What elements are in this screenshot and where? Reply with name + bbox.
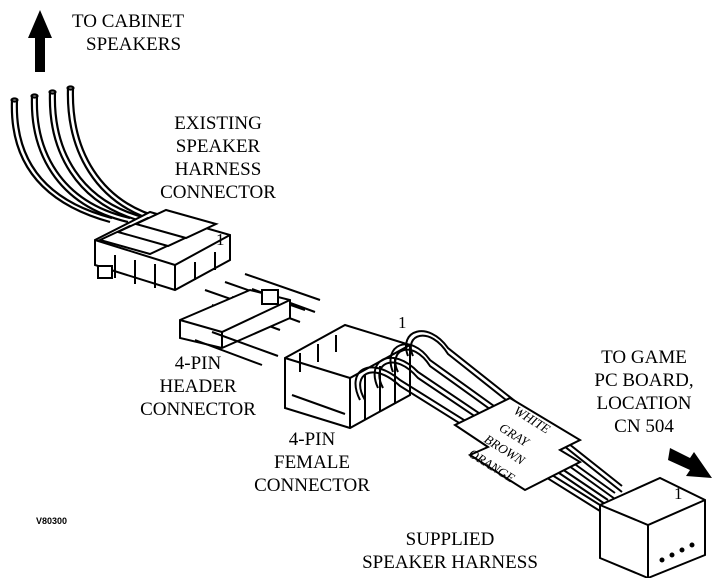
label-line: FEMALE bbox=[274, 452, 350, 473]
label-line: HEADER bbox=[159, 376, 237, 397]
label-line: SPEAKERS bbox=[86, 34, 182, 55]
label-female-connector: 4-PIN FEMALE CONNECTOR bbox=[242, 428, 382, 497]
header-connector bbox=[179, 273, 321, 366]
label-line: PC BOARD, bbox=[594, 370, 694, 391]
label-to-game: TO GAME PC BOARD, LOCATION CN 504 bbox=[582, 346, 706, 438]
label-to-cabinet: TO CABINET SPEAKERS bbox=[72, 10, 184, 56]
pin1-marker-supplied: 1 bbox=[674, 484, 683, 503]
label-line: LOCATION bbox=[596, 393, 692, 414]
existing-harness-connector bbox=[94, 208, 231, 292]
label-line: SPEAKER bbox=[175, 136, 261, 157]
label-line: 4-PIN bbox=[174, 353, 222, 374]
label-line: CONNECTOR bbox=[140, 399, 256, 420]
figure-code: V80300 bbox=[36, 516, 68, 526]
label-header-connector: 4-PIN HEADER CONNECTOR bbox=[128, 352, 268, 421]
female-connector bbox=[284, 323, 411, 430]
label-line: CN 504 bbox=[614, 416, 674, 437]
label-line: SUPPLIED bbox=[405, 529, 495, 550]
label-supplied-harness: SUPPLIED SPEAKER HARNESS bbox=[340, 528, 560, 574]
label-line: TO GAME bbox=[601, 347, 687, 368]
label-line: 4-PIN bbox=[288, 429, 336, 450]
supplied-harness-wires bbox=[354, 330, 623, 512]
speaker-wires bbox=[10, 85, 163, 224]
label-line: CONNECTOR bbox=[254, 475, 370, 496]
label-existing-connector: EXISTING SPEAKER HARNESS CONNECTOR bbox=[148, 112, 288, 204]
right-arrow-icon bbox=[668, 448, 712, 478]
up-arrow-icon bbox=[28, 10, 52, 72]
label-line: CONNECTOR bbox=[160, 182, 276, 203]
pin1-marker-female: 1 bbox=[398, 313, 407, 332]
supplied-end-connector bbox=[599, 476, 706, 578]
label-line: SPEAKER HARNESS bbox=[362, 552, 538, 573]
pin1-marker-existing: 1 bbox=[216, 230, 225, 249]
label-line: EXISTING bbox=[174, 113, 262, 134]
wire-color-band bbox=[452, 396, 583, 492]
label-line: HARNESS bbox=[174, 159, 262, 180]
label-line: TO CABINET bbox=[72, 11, 185, 32]
